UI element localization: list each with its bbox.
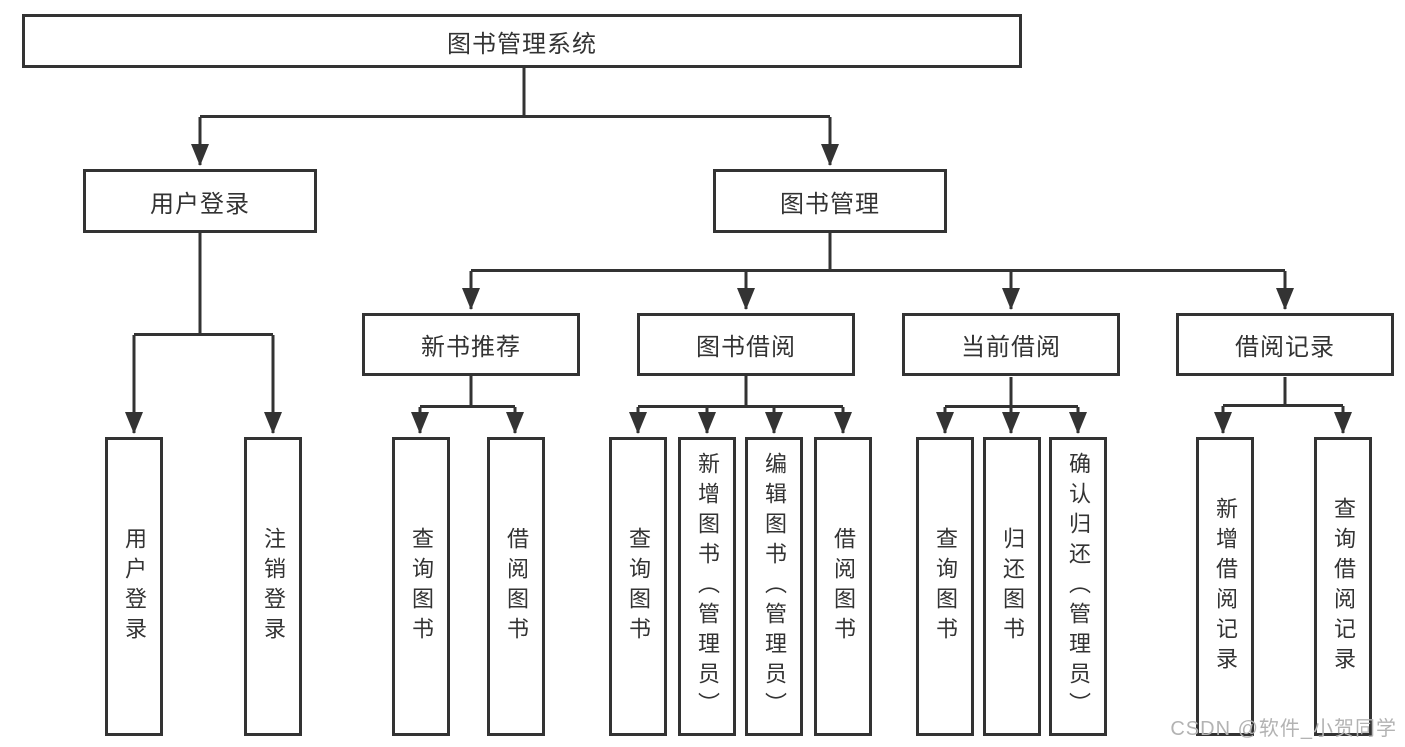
leaf-records-query-record: 查询借阅记录 (1314, 437, 1372, 736)
leaf-records-add-record: 新增借阅记录 (1196, 437, 1254, 736)
leaf-current-confirm-return-admin: 确认归还（管理员） (1049, 437, 1107, 736)
leaf-current-return-book: 归还图书 (983, 437, 1041, 736)
leaf-current-query-book: 查询图书 (916, 437, 974, 736)
leaf-bookborrow-borrow-book: 借阅图书 (814, 437, 872, 736)
node-book-management: 图书管理 (713, 169, 947, 233)
node-borrow-records: 借阅记录 (1176, 313, 1394, 376)
node-current-borrow: 当前借阅 (902, 313, 1120, 376)
leaf-bookborrow-add-book-admin: 新增图书（管理员） (678, 437, 736, 736)
node-user-login: 用户登录 (83, 169, 317, 233)
node-book-borrow: 图书借阅 (637, 313, 855, 376)
leaf-newbooks-borrow-book: 借阅图书 (487, 437, 545, 736)
leaf-bookborrow-edit-book-admin: 编辑图书（管理员） (745, 437, 803, 736)
leaf-user-login: 用户登录 (105, 437, 163, 736)
node-new-book-recommend: 新书推荐 (362, 313, 580, 376)
node-library-system: 图书管理系统 (22, 14, 1022, 68)
leaf-bookborrow-query-book: 查询图书 (609, 437, 667, 736)
leaf-newbooks-query-book: 查询图书 (392, 437, 450, 736)
leaf-logout: 注销登录 (244, 437, 302, 736)
